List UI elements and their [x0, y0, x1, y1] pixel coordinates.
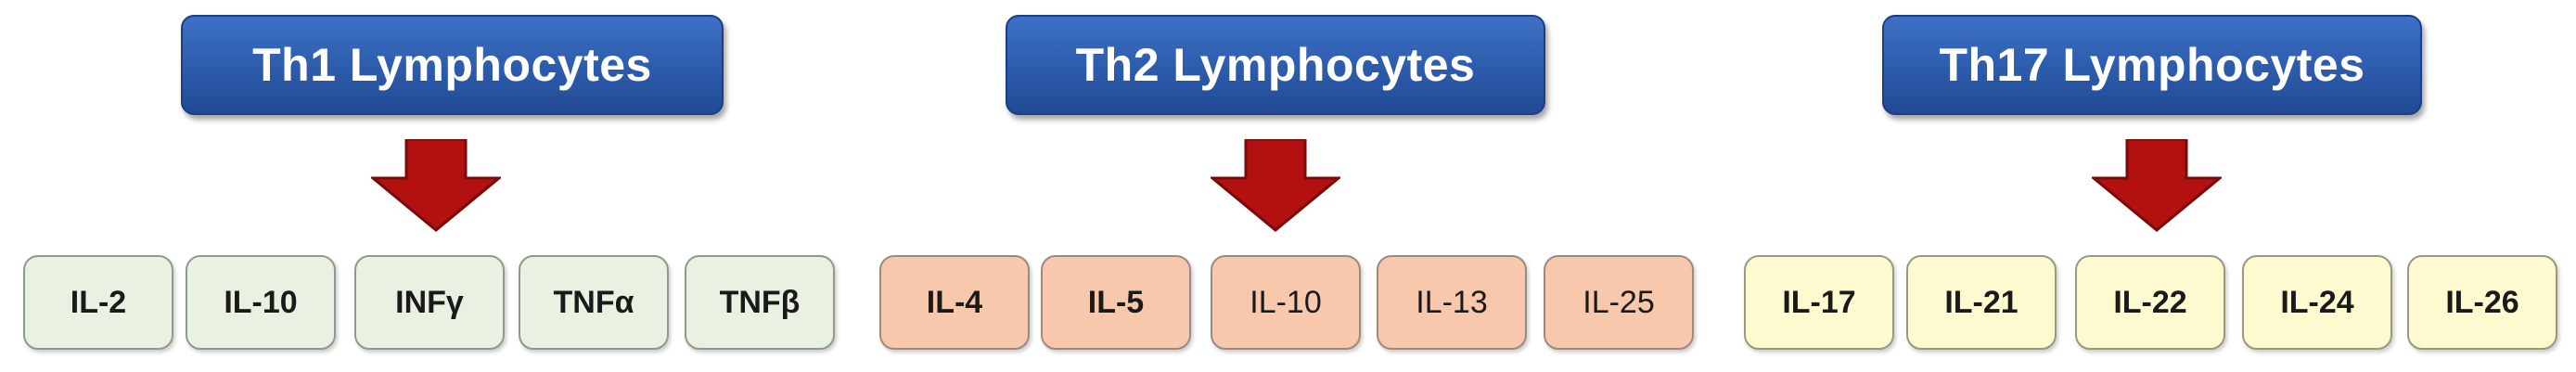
cytokine-box: INFγ [354, 255, 505, 350]
cytokine-box: IL-26 [2407, 255, 2557, 350]
th17-header: Th17 Lymphocytes [1882, 15, 2422, 115]
cytokine-box: IL-2 [23, 255, 173, 350]
cytokine-box: IL-25 [1544, 255, 1694, 350]
cytokine-box: IL-17 [1744, 255, 1894, 350]
cytokine-box: IL-10 [186, 255, 336, 350]
th1-header: Th1 Lymphocytes [181, 15, 724, 115]
cytokine-box: IL-22 [2075, 255, 2225, 350]
cytokine-box: IL-21 [1906, 255, 2057, 350]
cytokine-box: IL-4 [879, 255, 1030, 350]
th2-header: Th2 Lymphocytes [1006, 15, 1545, 115]
cytokine-box: TNFα [519, 255, 669, 350]
cytokine-box: IL-5 [1041, 255, 1191, 350]
cytokine-box: IL-24 [2242, 255, 2392, 350]
cytokine-box: IL-10 [1211, 255, 1361, 350]
cytokine-box: TNFβ [685, 255, 835, 350]
down-arrow-icon [371, 139, 501, 232]
down-arrow-icon [2092, 139, 2222, 232]
down-arrow-icon [1211, 139, 1340, 232]
cytokine-box: IL-13 [1377, 255, 1527, 350]
